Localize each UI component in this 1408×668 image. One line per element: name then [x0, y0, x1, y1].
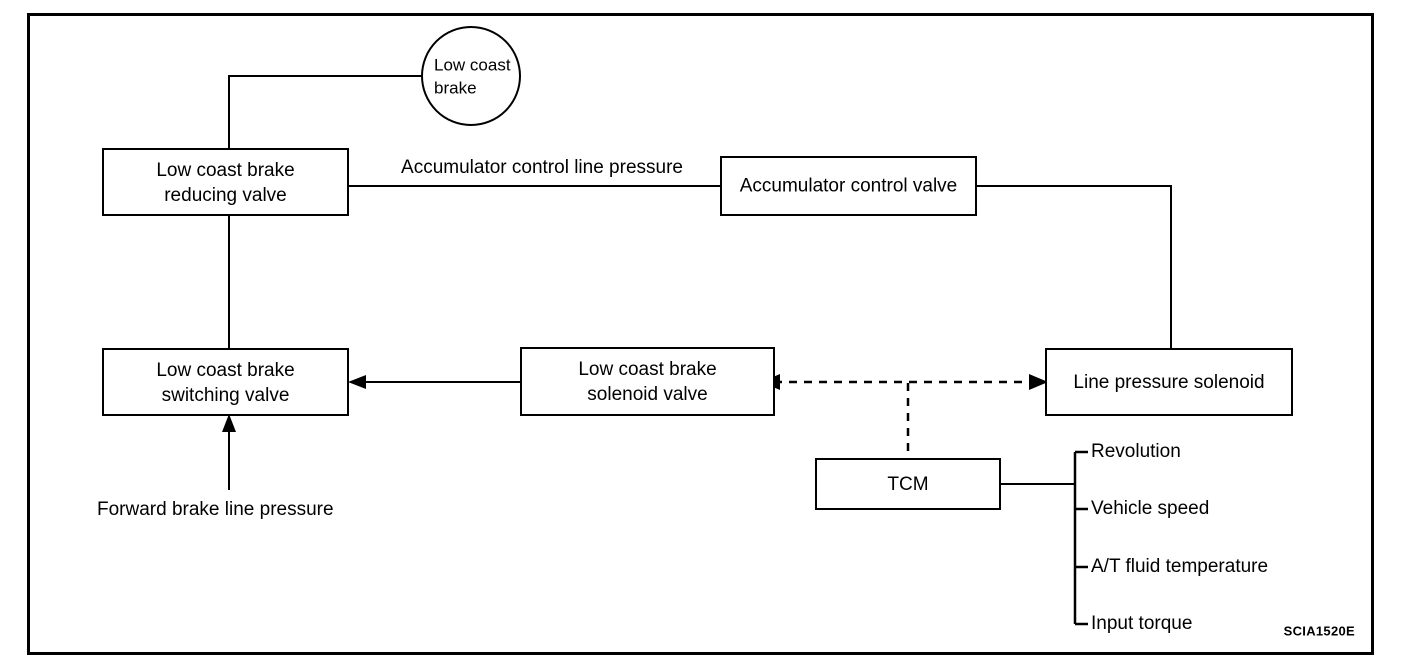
tcm-input-label-input-torque: Input torque — [1091, 613, 1192, 634]
node-low-coast-brake-reducing-valve-label-line1: Low coast brake — [156, 160, 294, 181]
node-low-coast-brake-circle-label-line1: Low coast — [434, 55, 511, 74]
node-low-coast-brake-solenoid-valve[interactable] — [520, 347, 775, 416]
node-low-coast-brake-solenoid-valve-label-line1: Low coast brake — [578, 359, 716, 380]
node-low-coast-brake-circle-label-line2: brake — [434, 78, 477, 97]
diagram-frame — [27, 13, 1374, 655]
node-low-coast-brake-switching-valve-label-line2: switching valve — [162, 385, 290, 406]
node-accumulator-control-valve-label: Accumulator control valve — [740, 176, 958, 197]
connector-circle-to-reducing-valve — [228, 75, 423, 149]
node-line-pressure-solenoid[interactable] — [1045, 348, 1293, 416]
arrowhead-into-switching-valve-right — [348, 375, 366, 389]
node-low-coast-brake-switching-valve-label-line1: Low coast brake — [156, 360, 294, 381]
node-tcm-label: TCM — [887, 474, 928, 495]
node-accumulator-control-valve[interactable] — [720, 156, 977, 216]
label-accumulator-control-line-pressure: Accumulator control line pressure — [401, 157, 683, 178]
label-forward-brake-line-pressure: Forward brake line pressure — [97, 499, 334, 520]
node-low-coast-brake-switching-valve[interactable] — [102, 348, 349, 416]
tcm-input-label-at-fluid-temperature: A/T fluid temperature — [1091, 556, 1268, 577]
node-low-coast-brake-solenoid-valve-label-line2: solenoid valve — [587, 384, 707, 405]
node-line-pressure-solenoid-label: Line pressure solenoid — [1073, 372, 1264, 393]
node-tcm[interactable] — [815, 458, 1001, 510]
arrowhead-into-switching-valve-bottom — [222, 414, 236, 432]
node-low-coast-brake-reducing-valve[interactable] — [102, 148, 349, 216]
tcm-input-label-revolution: Revolution — [1091, 441, 1181, 462]
node-low-coast-brake-circle[interactable] — [421, 26, 521, 126]
tcm-input-label-vehicle-speed: Vehicle speed — [1091, 498, 1209, 519]
connector-accumulator-valve-to-line-pressure-solenoid — [976, 185, 1172, 349]
arrowhead-into-line-pressure-solenoid-left — [1029, 374, 1048, 390]
figure-reference-code: SCIA1520E — [1284, 623, 1355, 638]
node-low-coast-brake-reducing-valve-label-line2: reducing valve — [164, 185, 287, 206]
